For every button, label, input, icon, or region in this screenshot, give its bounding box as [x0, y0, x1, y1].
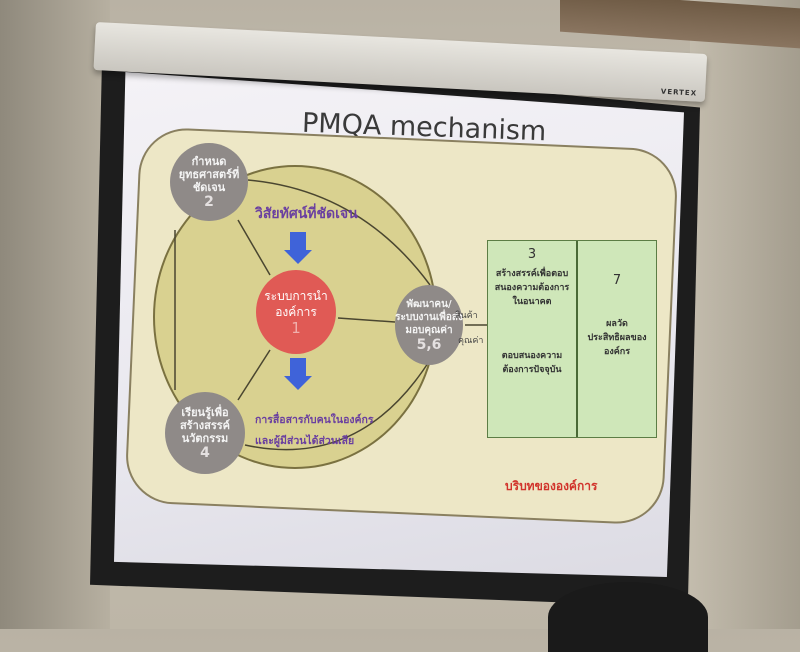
box-results-number: 7 [612, 273, 622, 288]
communication-label: การสื่อสารกับคนในองค์กร และผู้มีส่วนได้ส… [255, 410, 374, 452]
audience-head [548, 582, 708, 652]
connector-2-56 [247, 179, 431, 286]
connector-lines [174, 179, 487, 451]
node-leadership-label: ระบบการนำองค์การ [264, 289, 328, 319]
node-people-process: พัฒนาคน/ระบบงานเพื่อส่งมอบคุณค่า 5,6 [395, 285, 463, 365]
box-customers-future: สร้างสรรค์เพื่อตอบสนองความต้องการในอนาคต [494, 269, 570, 307]
vision-label: วิสัยทัศน์ที่ชัดเจน [255, 206, 358, 222]
node-strategy-label: กำหนดยุทธศาสตร์ที่ชัดเจน [178, 155, 240, 194]
flow-product-label: สินค้า [455, 311, 478, 321]
node-innovation-number: 4 [200, 445, 210, 461]
communication-line-2: และผู้มีส่วนได้ส่วนเสีย [255, 435, 355, 447]
node-people-process-number: 5,6 [416, 337, 442, 353]
connector-4-1 [237, 349, 271, 401]
node-leadership-number: 1 [291, 319, 301, 337]
arrow-down-icon [284, 358, 312, 390]
node-strategy: กำหนดยุทธศาสตร์ที่ชัดเจน 2 [170, 143, 248, 221]
arrow-down-icon [284, 232, 312, 264]
communication-line-1: การสื่อสารกับคนในองค์กร [255, 414, 374, 426]
node-innovation-label: เรียนรู้เพื่อสร้างสรรค์นวัตกรรม [179, 406, 231, 445]
results-box: 3 สร้างสรรค์เพื่อตอบสนองความต้องการในอนา… [487, 240, 657, 438]
flow-value-label: คุณค่า [458, 336, 484, 346]
connector-2-1 [237, 219, 271, 276]
organization-context-label: บริบทขององค์การ [505, 479, 598, 493]
node-innovation: เรียนรู้เพื่อสร้างสรรค์นวัตกรรม 4 [165, 392, 245, 474]
connector-1-56 [337, 317, 396, 323]
box-customers: 3 สร้างสรรค์เพื่อตอบสนองความต้องการในอนา… [488, 241, 578, 437]
connector-4-56 [244, 359, 431, 451]
wall-right [690, 0, 800, 629]
box-customers-present: ตอบสนองความต้องการปัจจุบัน [501, 351, 563, 375]
box-results: 7 ผลวัดประสิทธิผลขององค์กร [578, 241, 656, 437]
node-strategy-number: 2 [204, 194, 214, 210]
box-customers-number: 3 [527, 247, 537, 262]
node-leadership: ระบบการนำองค์การ 1 [256, 270, 336, 354]
node-people-process-label: พัฒนาคน/ระบบงานเพื่อส่งมอบคุณค่า [395, 299, 463, 336]
box-results-text: ผลวัดประสิทธิผลขององค์กร [587, 319, 647, 357]
